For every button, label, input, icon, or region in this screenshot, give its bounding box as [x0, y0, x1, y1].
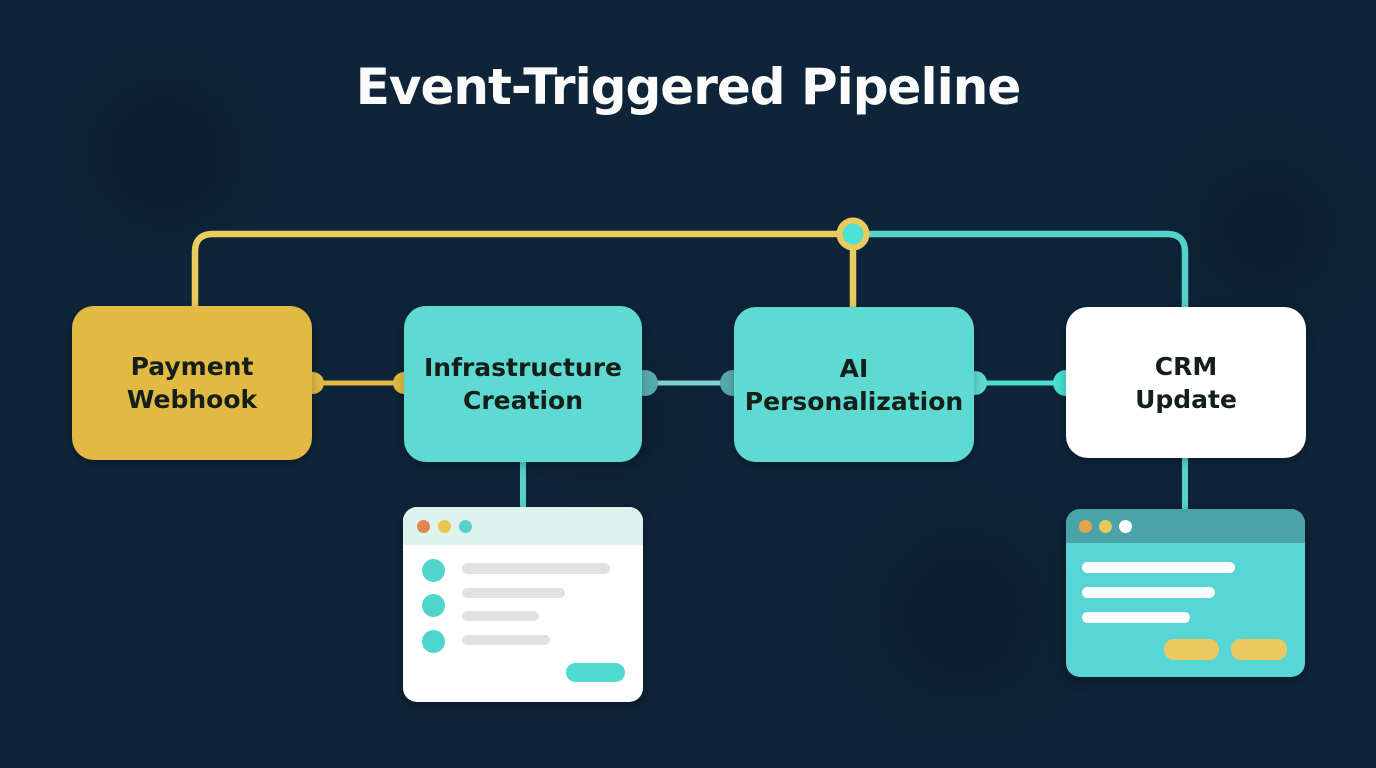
- node-infrastructure-creation: Infrastructure Creation: [404, 306, 642, 462]
- skeleton-text-bar: [1082, 562, 1235, 573]
- node-label-line: Infrastructure: [424, 353, 622, 382]
- skeleton-text-bar: [1082, 612, 1190, 623]
- card-action-button: [566, 663, 625, 682]
- crm-preview-card: [1066, 509, 1305, 677]
- skeleton-text-bar: [462, 635, 550, 645]
- window-dot-icon: [438, 519, 451, 533]
- card-action-button: [1231, 639, 1287, 660]
- page-title: Event-Triggered Pipeline: [355, 58, 1022, 116]
- skeleton-text-bar: [462, 588, 565, 598]
- node-ai-personalization: AI Personalization: [734, 307, 974, 462]
- node-label-line: Webhook: [126, 385, 258, 414]
- node-label-line: Creation: [463, 386, 583, 415]
- wire-junction-to-crm: [853, 230, 1189, 308]
- node-label-line: Payment: [130, 352, 254, 381]
- window-titlebar: [403, 507, 643, 545]
- card-action-button: [1164, 639, 1219, 660]
- infrastructure-preview-card: [403, 507, 643, 702]
- window-dot-icon: [459, 519, 472, 533]
- skeleton-text-bar: [462, 563, 610, 574]
- node-crm-update: CRM Update: [1066, 307, 1306, 458]
- list-bullet-icon: [422, 630, 445, 653]
- list-bullet-icon: [422, 559, 445, 582]
- wire-payment-to-junction: [191, 230, 853, 308]
- window-dot-icon: [417, 519, 430, 533]
- node-payment-webhook: Payment Webhook: [72, 306, 312, 460]
- skeleton-text-bar: [1082, 587, 1215, 598]
- node-label-line: Personalization: [744, 386, 964, 416]
- skeleton-text-bar: [462, 611, 539, 621]
- list-bullet-icon: [422, 594, 445, 617]
- node-label-line: Update: [1135, 384, 1237, 414]
- window-dot-icon: [1119, 519, 1132, 533]
- window-titlebar: [1066, 509, 1305, 543]
- node-label-line: CRM: [1154, 351, 1218, 381]
- window-dot-icon: [1099, 519, 1112, 533]
- junction-node: [836, 217, 870, 251]
- node-label-line: AI: [839, 353, 869, 383]
- window-dot-icon: [1079, 519, 1092, 533]
